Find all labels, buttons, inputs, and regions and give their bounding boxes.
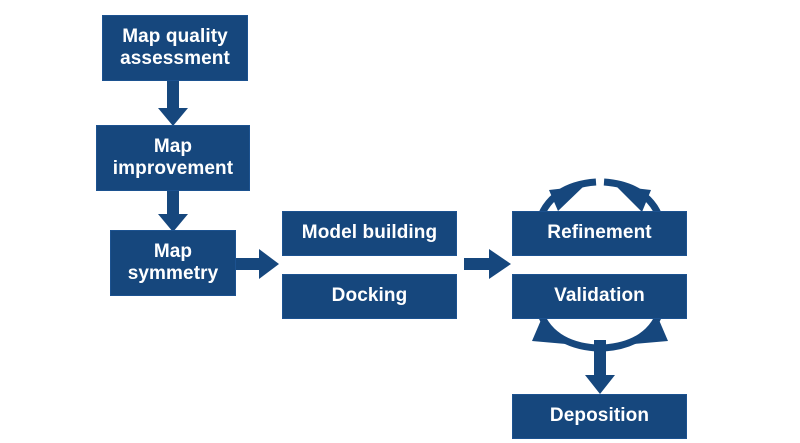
arrow-quality-to-improvement: [158, 81, 188, 126]
node-label: Validation: [554, 285, 645, 307]
node-refinement[interactable]: Refinement: [512, 211, 687, 256]
node-label: Deposition: [549, 405, 650, 427]
node-model-building[interactable]: Model building: [282, 211, 457, 256]
node-validation[interactable]: Validation: [512, 274, 687, 319]
arrow-model-group-to-refinement-group: [464, 249, 511, 279]
arrow-cycle-to-deposition: [585, 340, 615, 394]
node-label: Docking: [331, 285, 408, 307]
node-deposition[interactable]: Deposition: [512, 394, 687, 439]
node-docking[interactable]: Docking: [282, 274, 457, 319]
node-label: Model building: [301, 222, 438, 244]
arrow-symmetry-to-model-group: [236, 249, 279, 279]
arrow-improvement-to-symmetry: [158, 191, 188, 232]
node-label: Refinement: [547, 222, 652, 244]
